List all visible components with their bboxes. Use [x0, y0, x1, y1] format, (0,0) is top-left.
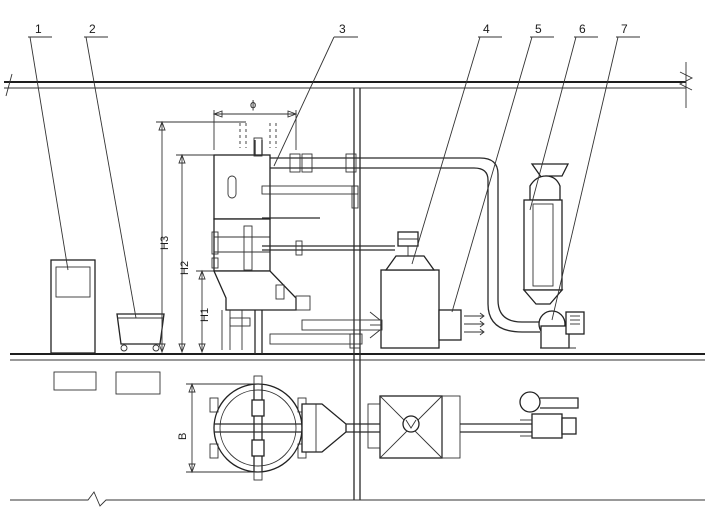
- air-handling-unit: [369, 231, 462, 349]
- callout-2: 2: [89, 22, 96, 36]
- cyclone-separator: [522, 163, 570, 305]
- dimension-h2-label: H2: [179, 261, 191, 275]
- exhaust-fan: [538, 310, 585, 349]
- exhaust-duct: [270, 153, 540, 333]
- dimension-heights: [156, 120, 246, 354]
- plan-view: [209, 375, 579, 481]
- tower-connections: [261, 185, 395, 256]
- dimension-h3-label: H3: [159, 236, 171, 250]
- bottom-break-line: [10, 491, 705, 507]
- callout-7: 7: [621, 22, 628, 36]
- callout-5: 5: [535, 22, 542, 36]
- air-inlet-arrows: [464, 312, 485, 336]
- callout-6: 6: [579, 22, 586, 36]
- callout-1: 1: [35, 22, 42, 36]
- dimension-h1-label: H1: [199, 308, 211, 322]
- granulator-tower: [211, 123, 320, 350]
- callout-3: 3: [339, 22, 346, 36]
- discharge-pipe: [269, 319, 383, 349]
- dimension-phi-label: ϕ: [250, 99, 256, 111]
- control-cabinet: [50, 259, 97, 391]
- dimension-b-label: B: [177, 433, 189, 440]
- callout-4: 4: [483, 22, 490, 36]
- material-cart: [115, 313, 165, 395]
- ceiling-line: [4, 62, 694, 108]
- floor-line: [10, 353, 705, 361]
- leader-lines: [28, 36, 640, 321]
- dimension-b: [186, 382, 258, 474]
- dimension-phi: [212, 110, 298, 150]
